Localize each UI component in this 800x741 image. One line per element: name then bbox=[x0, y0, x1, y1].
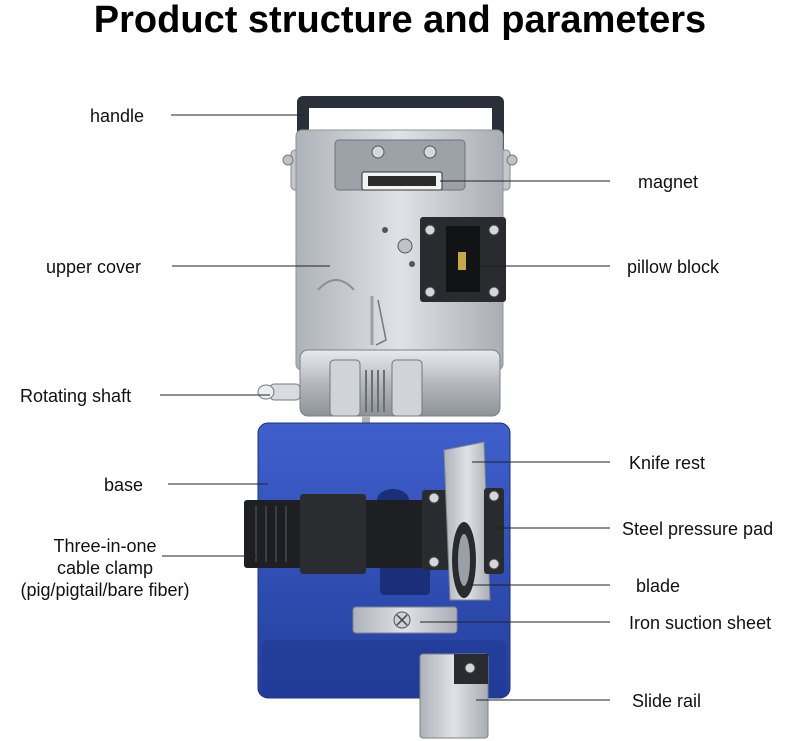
label-blade: blade bbox=[636, 576, 681, 596]
label-base: base bbox=[104, 475, 144, 495]
label-handle: handle bbox=[90, 106, 145, 126]
steel-pressure-pad-part bbox=[484, 488, 504, 574]
label-cable-clamp: Three-in-one cable clamp (pig/pigtail/ba… bbox=[0, 535, 210, 601]
slide-rail-part bbox=[419, 653, 489, 739]
label-slide-rail: Slide rail bbox=[632, 691, 702, 711]
label-knife-rest: Knife rest bbox=[629, 453, 706, 473]
cable-clamp-part bbox=[244, 490, 450, 574]
label-cable-clamp-line2: cable clamp bbox=[56, 558, 154, 578]
upper-cover-part bbox=[295, 129, 504, 371]
iron-suction-sheet-part bbox=[352, 606, 458, 634]
page-title: Product structure and parameters bbox=[93, 0, 707, 41]
label-steel-pressure-pad: Steel pressure pad bbox=[622, 519, 774, 539]
blade-part bbox=[452, 522, 476, 598]
label-cable-clamp-line3: (pig/pigtail/bare fiber) bbox=[20, 580, 190, 600]
label-pillow-block: pillow block bbox=[627, 257, 720, 277]
label-rotating-shaft: Rotating shaft bbox=[20, 386, 132, 406]
label-iron-suction-sheet: Iron suction sheet bbox=[629, 613, 772, 633]
pillow-block-part bbox=[420, 217, 506, 302]
label-cable-clamp-line1: Three-in-one bbox=[53, 536, 157, 556]
label-upper-cover: upper cover bbox=[46, 257, 142, 277]
label-magnet: magnet bbox=[638, 172, 699, 192]
